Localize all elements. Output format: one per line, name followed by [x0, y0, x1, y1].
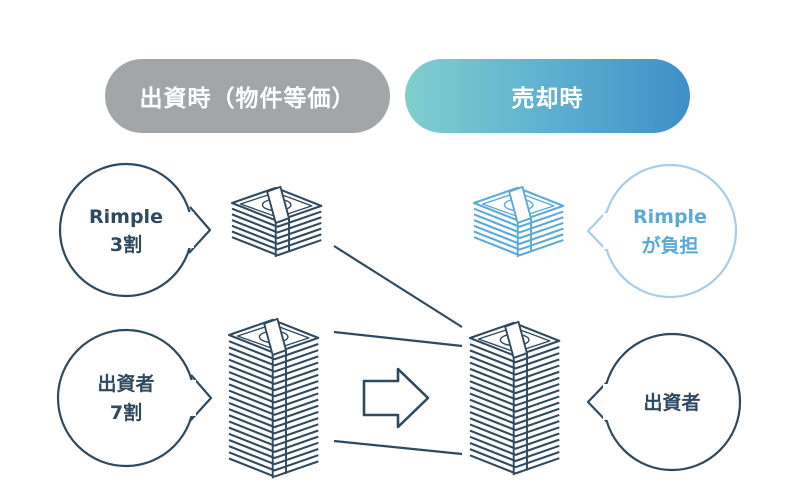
- investment-time-pill: 出資時（物件等価）: [105, 59, 390, 133]
- sale-time-pill: 売却時: [405, 59, 690, 133]
- stack-layer: [468, 398, 561, 419]
- bubble-rimple-right-line1: Rimple: [633, 206, 707, 228]
- stack-layer: [468, 423, 561, 444]
- stack-layer: [468, 411, 561, 432]
- stack-band: [512, 353, 528, 476]
- stack-layer: [468, 374, 561, 395]
- bubble-investor-left-line2: 7割: [110, 401, 142, 424]
- bubble-rimple-left-line2: 3割: [110, 233, 142, 256]
- stack-layer: [468, 441, 561, 463]
- stack-top-bill: [472, 185, 565, 224]
- bubble-rimple-right: Rimple が負担: [586, 163, 738, 299]
- stack-layer: [468, 417, 561, 438]
- stack-layer: [468, 404, 561, 426]
- money-stack-icon: [472, 185, 565, 258]
- money-stack-icon: [230, 185, 323, 258]
- stack-layer: [468, 392, 561, 413]
- stack-band: [274, 218, 290, 258]
- stack-top-bill: [230, 185, 323, 224]
- bubble-investor-left-line1: 出資者: [97, 372, 154, 395]
- sale-time-label: 売却時: [511, 86, 584, 112]
- stack-layer: [468, 367, 561, 388]
- connector-line-middle: [333, 330, 463, 348]
- stack-layer: [468, 448, 561, 469]
- stack-layer: [468, 454, 561, 475]
- stack-layer: [468, 361, 561, 382]
- investment-time-label: 出資時（物件等価）: [139, 86, 356, 112]
- bubble-investor-left: 出資者 7割: [56, 328, 213, 468]
- arrow-right-icon: [362, 367, 430, 429]
- money-stack-icon: [468, 320, 561, 476]
- money-stack-icon: [227, 317, 320, 479]
- stack-layer: [468, 355, 561, 376]
- stack-layer: [468, 380, 561, 401]
- connector-line-top: [333, 245, 463, 328]
- connector-line-bottom: [333, 439, 463, 456]
- connector-lines: [333, 245, 463, 456]
- bubble-rimple-left: Rimple 3割: [58, 162, 212, 298]
- stack-layer: [468, 386, 561, 407]
- bubble-investor-right: 出資者: [586, 332, 742, 472]
- stack-band: [271, 350, 287, 479]
- stack-band: [516, 218, 532, 258]
- bubble-rimple-right-line2: が負担: [641, 234, 698, 257]
- stack-layer: [468, 435, 561, 456]
- stack-layer: [468, 429, 561, 450]
- bubble-investor-right-line1: 出資者: [643, 391, 700, 414]
- bubble-rimple-left-line1: Rimple: [89, 206, 163, 228]
